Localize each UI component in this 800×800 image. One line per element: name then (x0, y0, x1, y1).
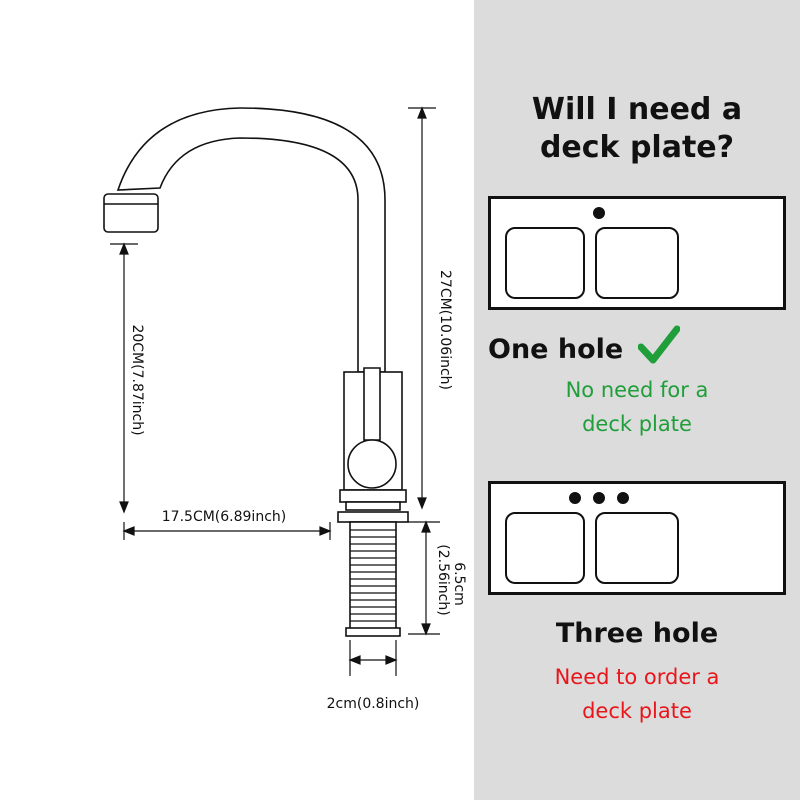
spout (116, 107, 386, 373)
faucet-base (339, 489, 407, 503)
lever-handle (363, 367, 381, 441)
deck-plate-info-panel: Will I need a deck plate? One hole No ne… (474, 0, 800, 800)
dimension-lines (110, 106, 440, 676)
shank-length-label-2: (2.56inch) (435, 544, 451, 615)
total-height-label: 27CM(10.06inch) (437, 270, 453, 390)
handle-knob (347, 439, 397, 489)
spout-height-label: 20CM(7.87inch) (129, 324, 145, 435)
shank-threads (350, 529, 396, 622)
one-hole-note-line1: No need for a (565, 378, 709, 402)
shank-diameter-label: 2cm(0.8inch) (327, 696, 420, 712)
one-hole-note-line2: deck plate (582, 412, 692, 436)
spout-reach-label: 17.5CM(6.89inch) (162, 509, 286, 525)
three-hole-note-line1: Need to order a (554, 665, 720, 689)
three-hole-note-line2: deck plate (582, 699, 692, 723)
panel-title-line2: deck plate? (539, 130, 735, 165)
three-hole-heading: Three hole (555, 618, 719, 649)
check-icon (638, 325, 680, 364)
faucet-outline (103, 107, 409, 637)
one-hole-heading: One hole (488, 334, 624, 365)
faucet-dimension-drawing: 27CM(10.06inch) 20CM(7.87inch) 17.5CM(6.… (103, 106, 467, 712)
shank-length-label-1: 6.5cm (451, 562, 467, 606)
one-hole-sink-icon (488, 196, 786, 310)
three-hole-sink-icon (488, 481, 786, 595)
threaded-shank (349, 521, 397, 635)
panel-title-line1: Will I need a (531, 92, 743, 127)
aerator (103, 193, 159, 233)
